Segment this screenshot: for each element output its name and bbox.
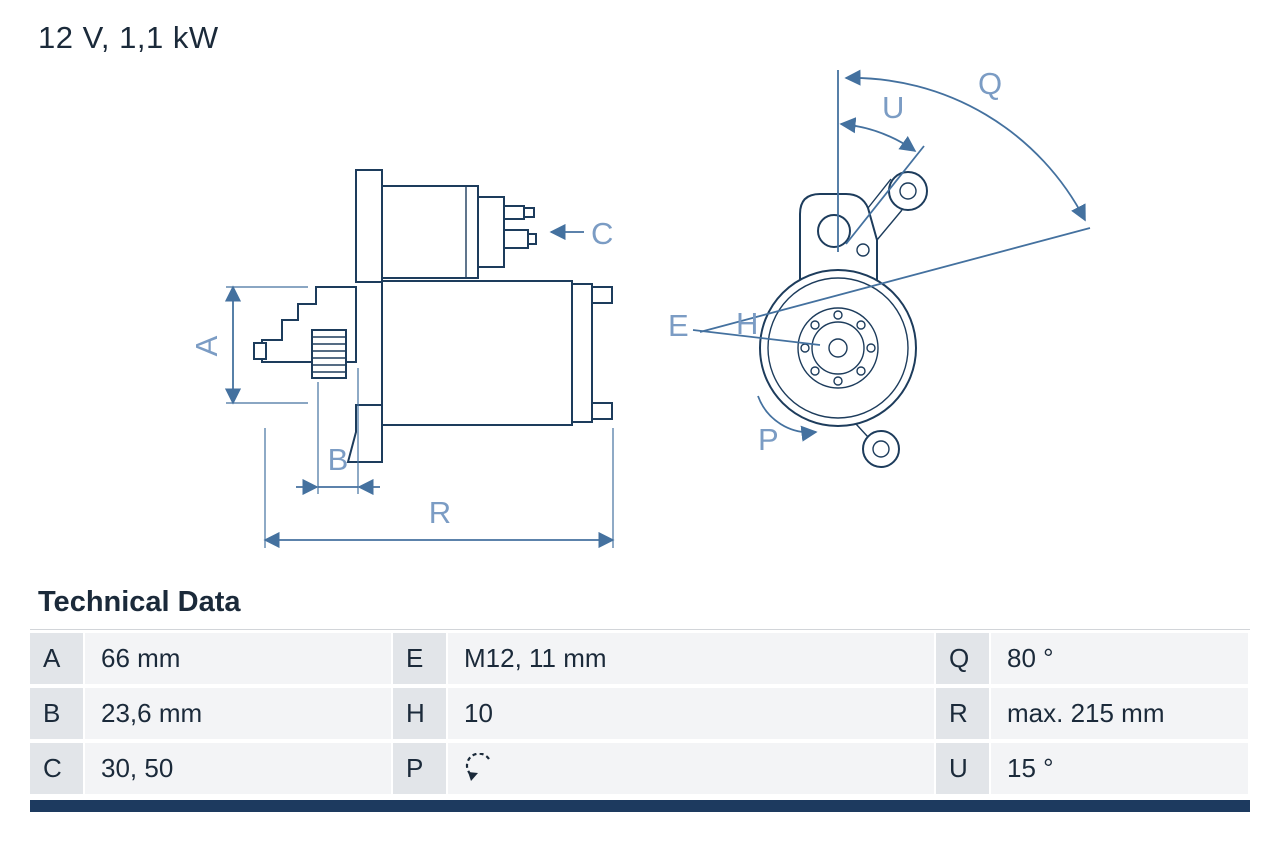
dim-label-e: E (668, 308, 689, 343)
e-h-leaders: E H (668, 306, 821, 346)
dim-label-p: P (758, 422, 779, 457)
end-tab-bottom (591, 402, 613, 420)
terminal-lower (503, 229, 529, 249)
dim-label-h: H (736, 306, 758, 341)
tech-value-cell: 30, 50 (85, 743, 391, 794)
tech-value-cell: 10 (448, 688, 934, 739)
dimension-b: B (296, 368, 380, 496)
technical-data-heading: Technical Data (38, 586, 241, 618)
shaft-tip (253, 342, 267, 360)
table-row: C 30, 50 P U 15 ° (30, 743, 1250, 794)
pinion-gear (311, 329, 347, 379)
solenoid-body (381, 185, 479, 279)
tech-value-cell: 15 ° (991, 743, 1248, 794)
table-row: A 66 mm E M12, 11 mm Q 80 ° (30, 633, 1250, 684)
rotation-direction-p: P (757, 395, 818, 457)
bottom-ear (862, 430, 900, 468)
bottom-ear-arm-1 (855, 423, 869, 438)
pinion-teeth (312, 336, 346, 373)
tech-value-cell (448, 743, 934, 794)
ear-arm-line-2 (876, 209, 903, 241)
top-ear (888, 171, 928, 211)
tech-value-cell: 80 ° (991, 633, 1248, 684)
dim-label-a: A (189, 335, 224, 356)
table-bottom-border (30, 800, 1250, 812)
table-top-border (30, 629, 1250, 630)
starter-motor-drawing: A B R C (189, 66, 1091, 549)
front-view-starter (759, 171, 928, 468)
motor-face-ring (767, 277, 909, 419)
rotation-ccw-icon (464, 752, 500, 785)
tech-key-cell: U (936, 743, 989, 794)
motor-body (381, 280, 573, 426)
plate-hole-large (817, 214, 851, 248)
end-tab-top (591, 286, 613, 304)
tech-value-cell: max. 215 mm (991, 688, 1248, 739)
pointer-c: C (549, 216, 613, 251)
flange-top (355, 169, 383, 283)
terminal-upper (503, 205, 525, 220)
tech-key-cell: C (30, 743, 83, 794)
end-cap (571, 283, 593, 423)
hub-inner (811, 321, 865, 375)
hub-bolts (800, 310, 876, 386)
tech-key-cell: B (30, 688, 83, 739)
flange-foot (346, 404, 383, 463)
angle-dimensions: Q U (699, 66, 1091, 333)
bottom-ear-hole (872, 440, 890, 458)
technical-data-table: A 66 mm E M12, 11 mm Q 80 ° B 23,6 mm H … (30, 633, 1250, 798)
hub-outer (797, 307, 879, 389)
tech-value-cell: 23,6 mm (85, 688, 391, 739)
tech-value-cell: M12, 11 mm (448, 633, 934, 684)
terminal-lower-stud (527, 233, 537, 245)
tech-key-cell: R (936, 688, 989, 739)
drawing-svg: A B R C (189, 66, 1091, 549)
ear-arm-line-1 (867, 178, 892, 209)
shaft-hole (828, 338, 848, 358)
tech-key-cell: E (393, 633, 446, 684)
dim-label-q: Q (978, 66, 1002, 101)
dimension-a: A (189, 285, 308, 405)
dimension-r: R (263, 428, 615, 549)
side-view-starter (253, 169, 613, 463)
dim-label-r: R (429, 495, 451, 530)
dim-label-c: C (591, 216, 613, 251)
tech-key-cell: Q (936, 633, 989, 684)
table-row: B 23,6 mm H 10 R max. 215 mm (30, 688, 1250, 739)
tech-key-cell: P (393, 743, 446, 794)
plate-hole-small (856, 243, 870, 257)
tech-key-cell: H (393, 688, 446, 739)
tech-key-cell: A (30, 633, 83, 684)
tech-value-cell: 66 mm (85, 633, 391, 684)
dim-label-b: B (328, 442, 349, 477)
terminal-upper-stud (523, 207, 535, 218)
motor-face-outer (759, 269, 917, 427)
solenoid-cap (477, 196, 505, 268)
spec-title: 12 V, 1,1 kW (38, 20, 219, 55)
dim-label-u: U (882, 90, 904, 125)
